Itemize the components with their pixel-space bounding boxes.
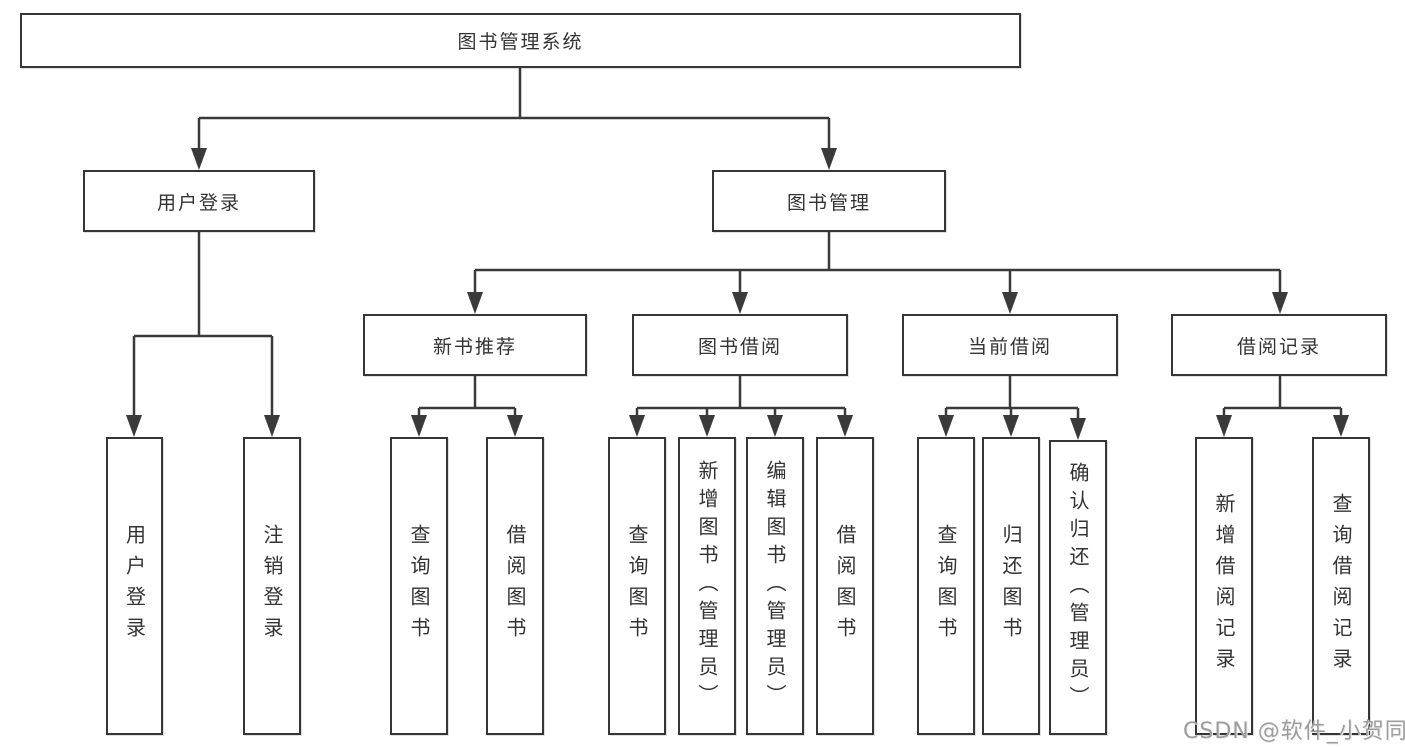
arrowhead xyxy=(1333,415,1349,437)
node-label: 查询图书 xyxy=(625,524,649,648)
arrowhead xyxy=(507,415,523,437)
arrowhead xyxy=(629,415,645,437)
node-library-management-system: 图书管理系统 xyxy=(20,13,1021,68)
arrowhead xyxy=(837,415,853,437)
node-current-borrowing: 当前借阅 xyxy=(902,314,1118,376)
arrowhead xyxy=(1003,415,1019,437)
node-v-confirm-return-admin: 确认归还（管理员） xyxy=(1049,440,1107,735)
node-v-query-book-2: 查询图书 xyxy=(608,437,666,735)
node-user-login: 用户登录 xyxy=(83,170,315,232)
connector-root-to-level2 xyxy=(197,68,831,152)
node-label: 确认归还（管理员） xyxy=(1066,461,1090,714)
node-v-query-book-1: 查询图书 xyxy=(390,437,448,735)
arrowhead xyxy=(938,415,954,437)
node-v-user-login: 用户登录 xyxy=(106,437,163,735)
node-v-borrow-book-2: 借阅图书 xyxy=(816,437,874,735)
node-label: 查询借阅记录 xyxy=(1329,493,1353,679)
arrowhead xyxy=(699,415,715,437)
connector-records-to-children xyxy=(1222,376,1343,420)
node-label: 借阅图书 xyxy=(503,524,527,648)
connector-borrowing-to-children xyxy=(635,376,847,420)
connector-current-to-children xyxy=(944,376,1080,423)
node-borrowing-records: 借阅记录 xyxy=(1171,314,1387,376)
arrowhead xyxy=(821,148,837,170)
connector-userlogin-to-children xyxy=(132,232,274,420)
connector-bookmgmt-to-level3 xyxy=(473,232,1282,296)
node-v-query-borrow-record: 查询借阅记录 xyxy=(1312,437,1370,735)
arrowheads xyxy=(126,148,1349,440)
watermark: CSDN @软件_小贺同学 xyxy=(1183,719,1405,744)
node-v-add-book-admin: 新增图书（管理员） xyxy=(678,437,736,735)
node-v-query-book-3: 查询图书 xyxy=(917,437,975,735)
node-label: 注销登录 xyxy=(260,524,284,648)
node-v-add-borrow-record: 新增借阅记录 xyxy=(1195,437,1253,735)
node-v-return-book: 归还图书 xyxy=(982,437,1040,735)
node-label: 查询图书 xyxy=(407,524,431,648)
arrowhead xyxy=(1070,418,1086,440)
arrowhead xyxy=(1272,292,1288,314)
node-label: 用户登录 xyxy=(122,524,147,648)
arrowhead xyxy=(1216,415,1232,437)
node-book-borrowing: 图书借阅 xyxy=(632,314,848,376)
node-new-book-recommend: 新书推荐 xyxy=(363,314,587,376)
arrowhead xyxy=(767,415,783,437)
arrowhead xyxy=(467,292,483,314)
node-label: 查询图书 xyxy=(934,524,958,648)
node-v-borrow-book-1: 借阅图书 xyxy=(486,437,544,735)
node-label: 借阅图书 xyxy=(833,524,857,648)
arrowhead xyxy=(264,415,280,437)
node-label: 归还图书 xyxy=(999,524,1023,648)
node-v-logout-login: 注销登录 xyxy=(243,437,301,735)
node-label: 编辑图书（管理员） xyxy=(763,460,787,712)
arrowhead xyxy=(411,415,427,437)
node-book-management: 图书管理 xyxy=(712,170,946,232)
arrowhead xyxy=(191,148,207,170)
arrowhead xyxy=(126,415,142,437)
node-label: 新增借阅记录 xyxy=(1212,493,1236,679)
arrowhead xyxy=(1002,292,1018,314)
node-v-edit-book-admin: 编辑图书（管理员） xyxy=(746,437,804,735)
arrowhead xyxy=(732,292,748,314)
connector-newbook-to-children xyxy=(417,376,517,420)
node-label: 新增图书（管理员） xyxy=(695,460,719,712)
